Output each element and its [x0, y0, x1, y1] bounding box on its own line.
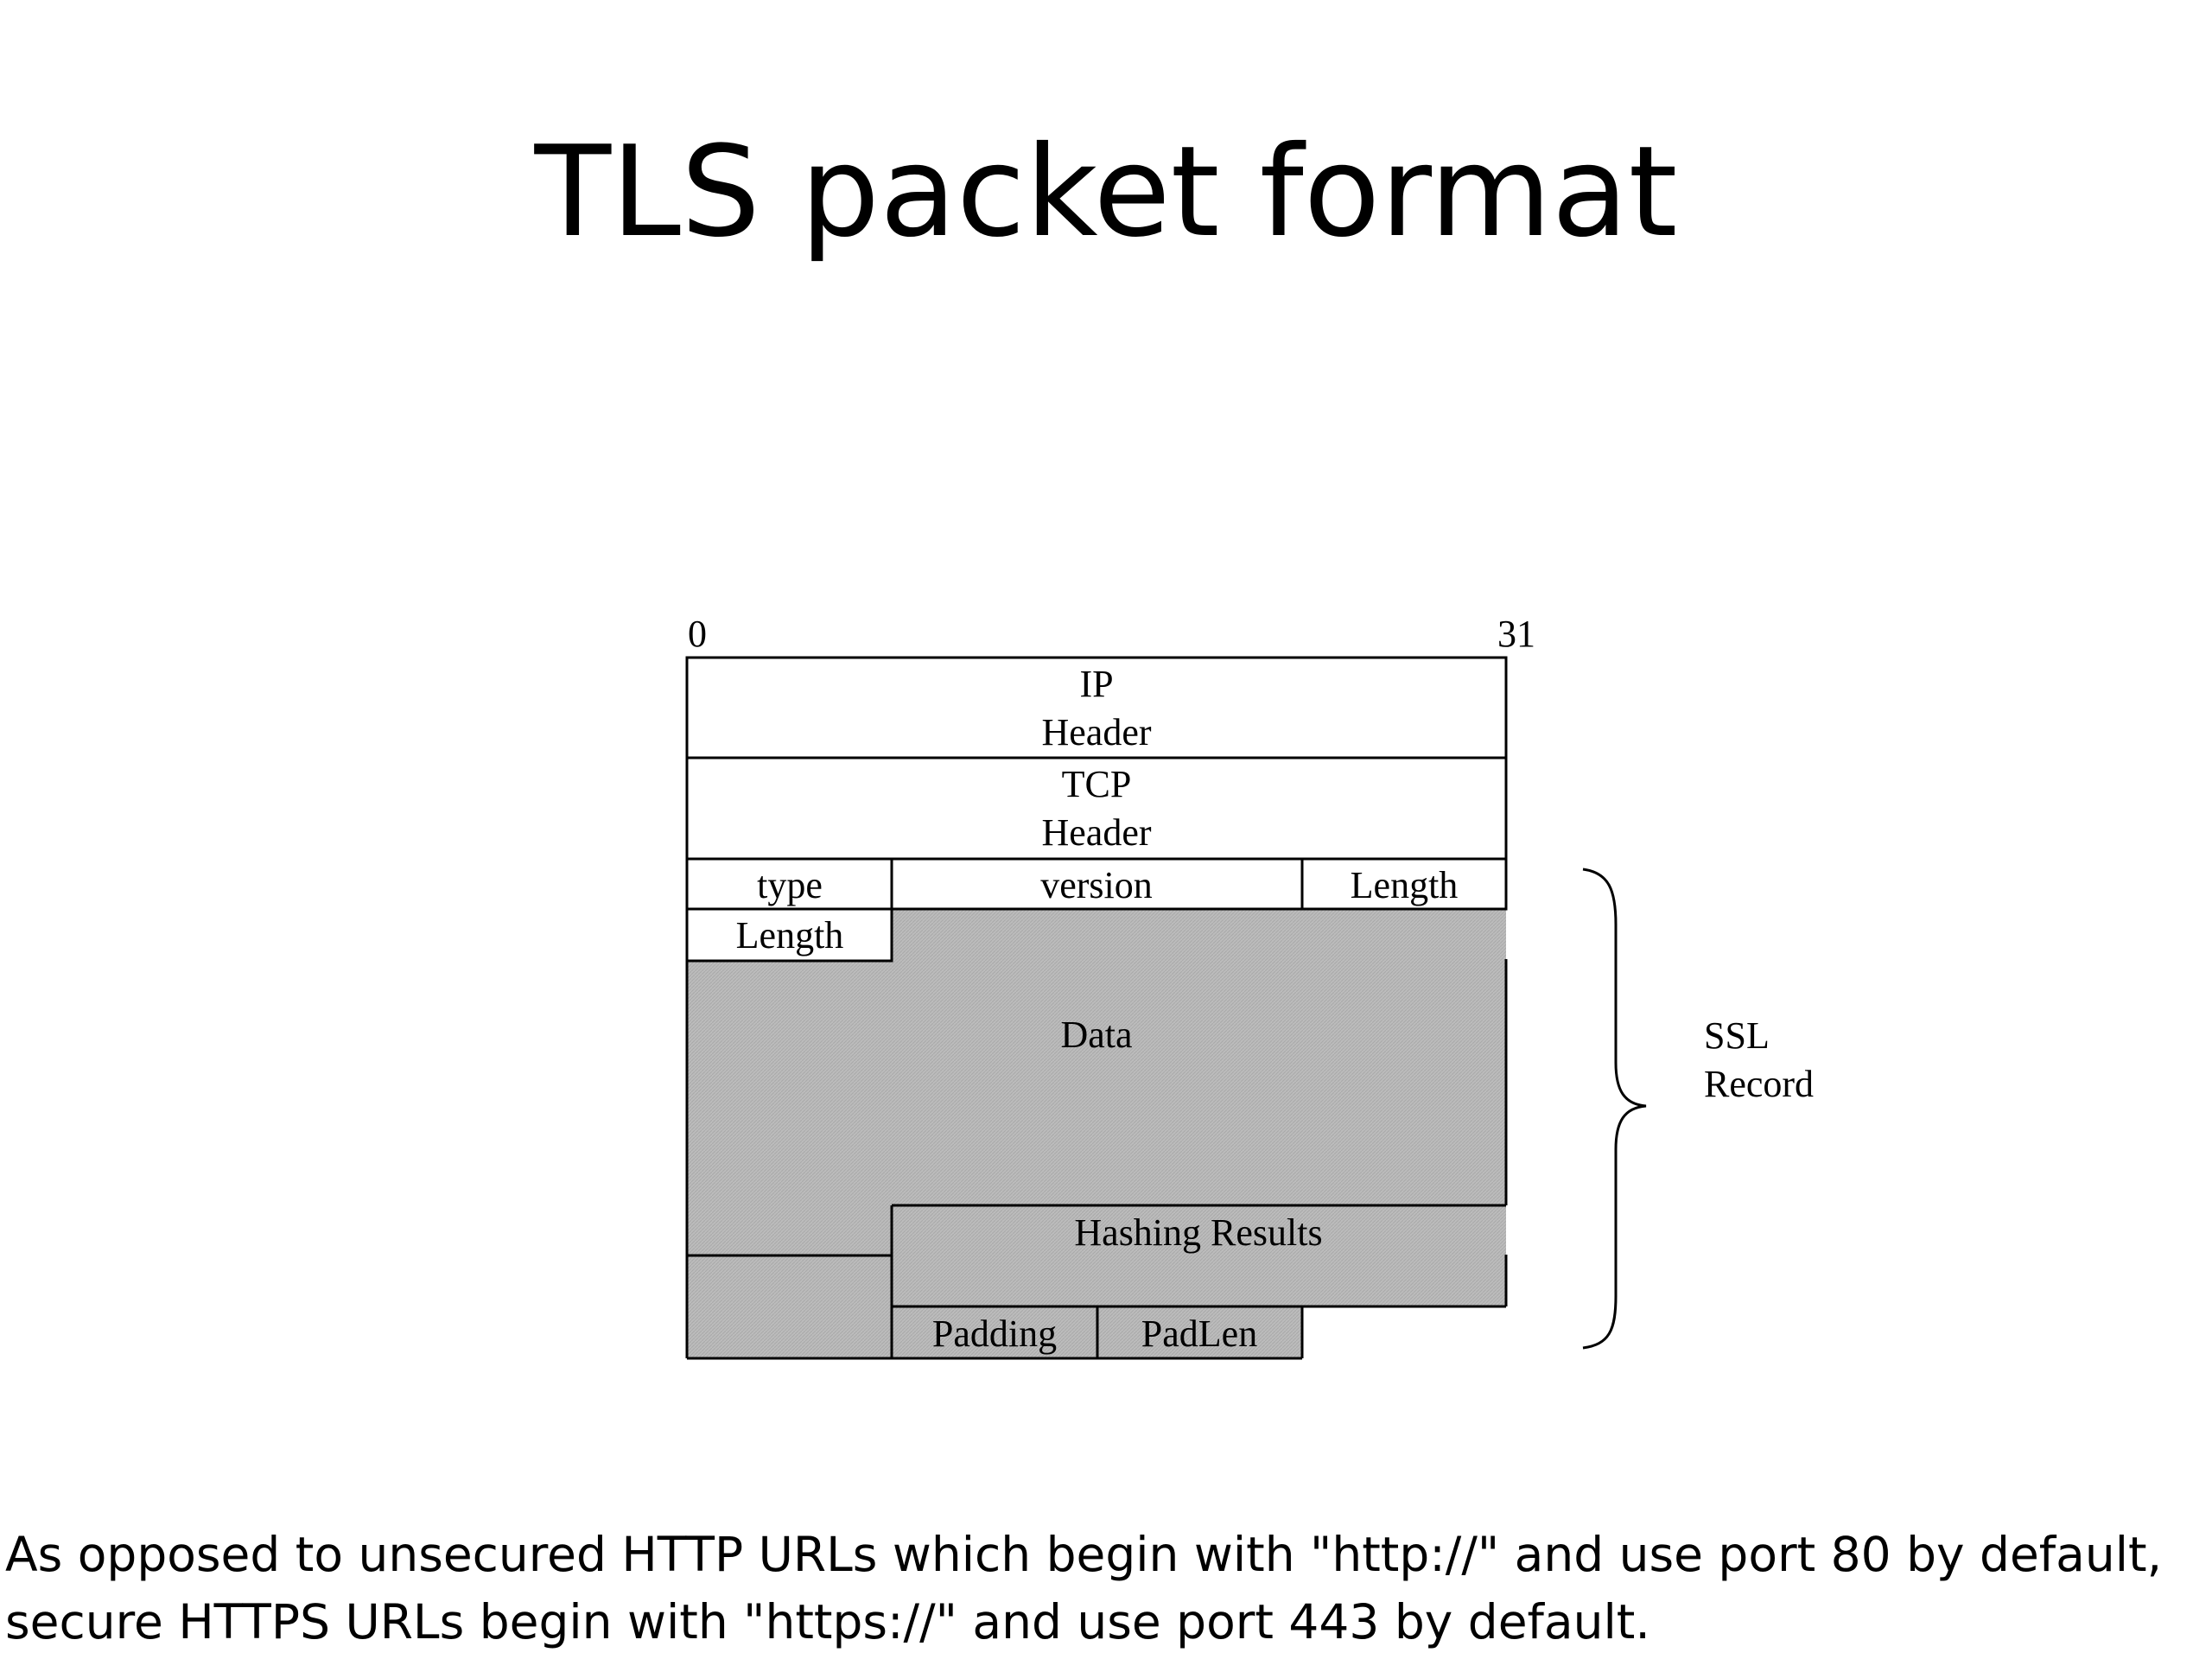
payload-outline — [685, 959, 1508, 1360]
tcp-header-label-line2: Header — [1041, 811, 1152, 854]
ssl-record-brace — [1582, 868, 1647, 1350]
version-cell — [890, 857, 1304, 911]
slide-caption: As opposed to unsecured HTTP URLs which … — [5, 1521, 2200, 1656]
length-top-label: Length — [1350, 864, 1459, 906]
version-label: version — [1040, 864, 1153, 906]
ip-header-label-line1: IP — [1079, 663, 1114, 705]
brace-label-line2: Record — [1704, 1063, 1815, 1105]
padding-label: Padding — [931, 1313, 1058, 1355]
data-label: Data — [1060, 1014, 1133, 1056]
bit-start-label: 0 — [688, 613, 707, 655]
bit-end-label: 31 — [1497, 613, 1535, 655]
ip-header-box — [685, 656, 1508, 760]
caption-line-2: secure HTTPS URLs begin with "https://" … — [5, 1594, 1650, 1649]
brace-label-line1: SSL — [1704, 1014, 1770, 1057]
caption-line-1: As opposed to unsecured HTTP URLs which … — [5, 1527, 2163, 1582]
length-top-cell — [1300, 857, 1508, 911]
ip-header-label-line2: Header — [1041, 711, 1152, 753]
slide-title: TLS packet format — [534, 119, 1678, 265]
type-label: type — [757, 864, 823, 906]
length-second-label: Length — [735, 914, 844, 957]
shaded-payload-region — [687, 909, 1506, 1358]
tcp-header-label-line1: TCP — [1061, 763, 1132, 805]
length-second-cell — [685, 907, 893, 963]
tcp-header-box — [685, 756, 1508, 861]
padlen-label: PadLen — [1141, 1313, 1258, 1355]
hashing-results-label: Hashing Results — [1074, 1211, 1323, 1254]
